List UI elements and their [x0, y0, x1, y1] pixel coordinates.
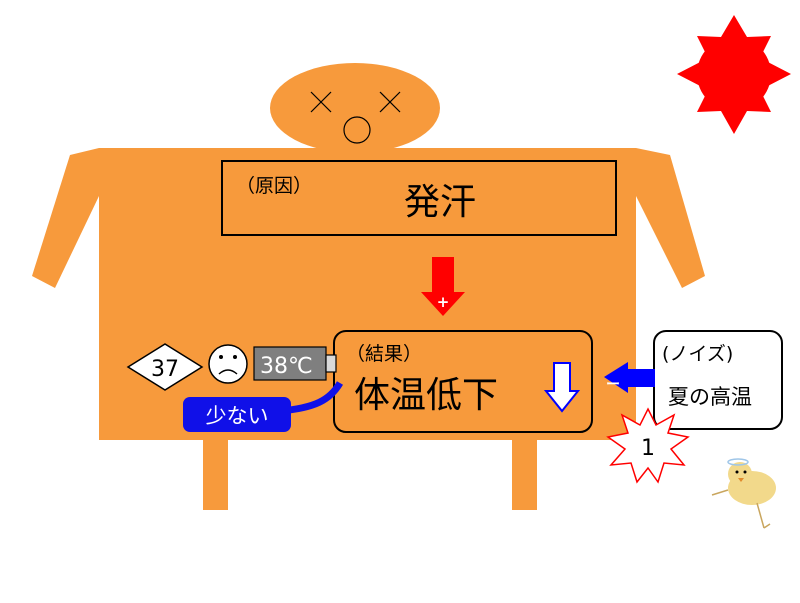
cause-label: （原因）: [236, 175, 312, 197]
causal-sign: +: [437, 293, 450, 311]
noise-sign: ー: [606, 377, 620, 393]
sun-icon: [677, 15, 791, 134]
noise-marker-number: 1: [641, 436, 655, 461]
result-text: 体温低下: [354, 375, 498, 416]
cause-box: [221, 160, 617, 236]
right-leg: [512, 436, 537, 510]
causal-arrow: [421, 257, 465, 316]
open-mouth-icon: [343, 116, 371, 144]
count-diamond: [126, 343, 204, 391]
result-box: [333, 330, 593, 433]
x-eye-icon: [310, 91, 332, 113]
left-leg: [203, 436, 228, 510]
chick-icon: [711, 458, 776, 529]
cause-text: 発汗: [404, 182, 476, 223]
count-value: 37: [151, 357, 179, 382]
thermometer-icon: [253, 346, 337, 381]
left-arm: [32, 148, 99, 288]
result-label: （結果）: [346, 343, 422, 365]
noise-label: (ノイズ): [662, 343, 733, 365]
character-head: [270, 63, 440, 153]
note-text: 少ない: [206, 404, 269, 428]
explosion-marker: [606, 407, 690, 484]
x-eye-icon: [379, 91, 401, 113]
right-arm: [636, 148, 705, 288]
down-arrow-icon: [543, 362, 581, 413]
note-badge: [183, 397, 291, 432]
noise-arrow: [604, 362, 655, 393]
temperature-value: 38℃: [260, 354, 313, 379]
noise-text: 夏の高温: [668, 385, 752, 409]
sad-face-icon: [208, 344, 248, 384]
